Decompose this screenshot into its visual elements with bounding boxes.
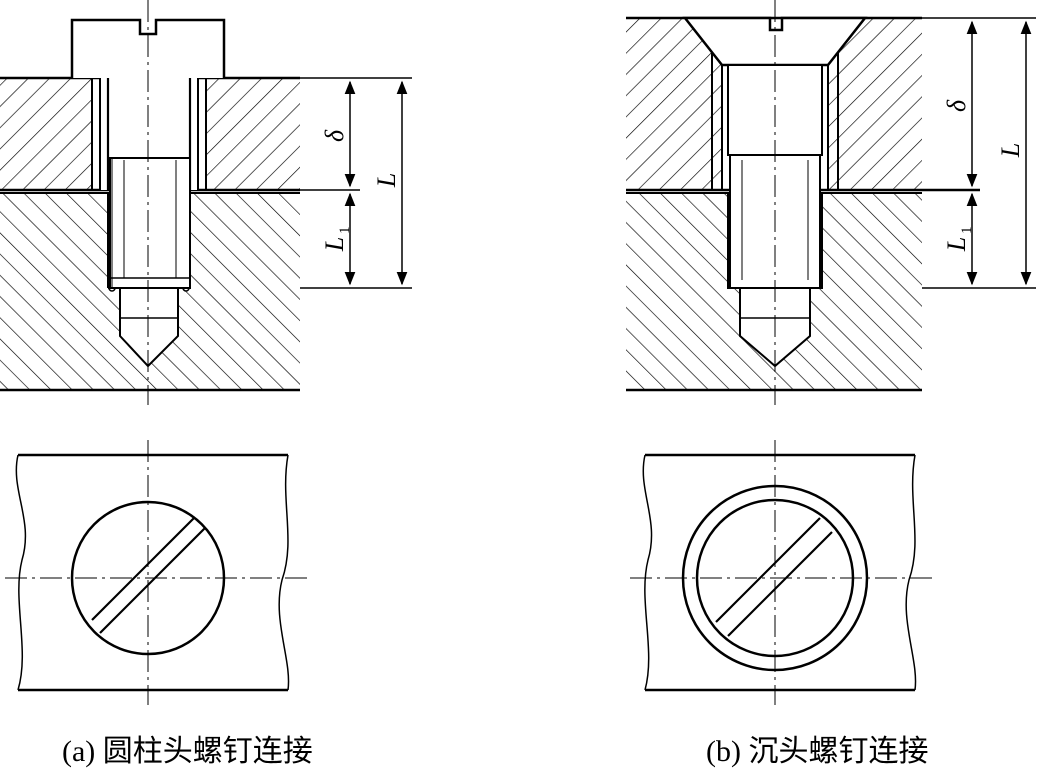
L-label-b: L — [996, 143, 1025, 158]
L-label-a: L — [372, 173, 401, 188]
L1-label-a: L 1 — [320, 227, 353, 253]
upper-plate-a — [0, 76, 300, 192]
dimensions-b — [922, 17, 1036, 289]
dimensions-a — [300, 77, 412, 289]
svg-text:L: L — [942, 237, 971, 252]
figure-a-section-view — [0, 0, 412, 405]
caption-a: (a) 圆柱头螺钉连接 — [62, 735, 313, 768]
svg-text:L: L — [320, 237, 349, 252]
screw-shank-a — [99, 78, 199, 319]
figure-b-top-view — [630, 440, 935, 705]
svg-text:1: 1 — [337, 227, 353, 235]
figure-a-top-view — [5, 440, 308, 705]
caption-b: (b) 沉头螺钉连接 — [706, 735, 929, 768]
L1-label-b: L 1 — [942, 227, 975, 253]
upper-plate-b — [626, 16, 980, 192]
delta-label-a: δ — [320, 129, 349, 142]
svg-text:1: 1 — [959, 227, 975, 235]
figure-b-section-view — [626, 0, 1036, 405]
delta-label-b: δ — [942, 99, 971, 112]
lower-block-a — [0, 192, 300, 392]
